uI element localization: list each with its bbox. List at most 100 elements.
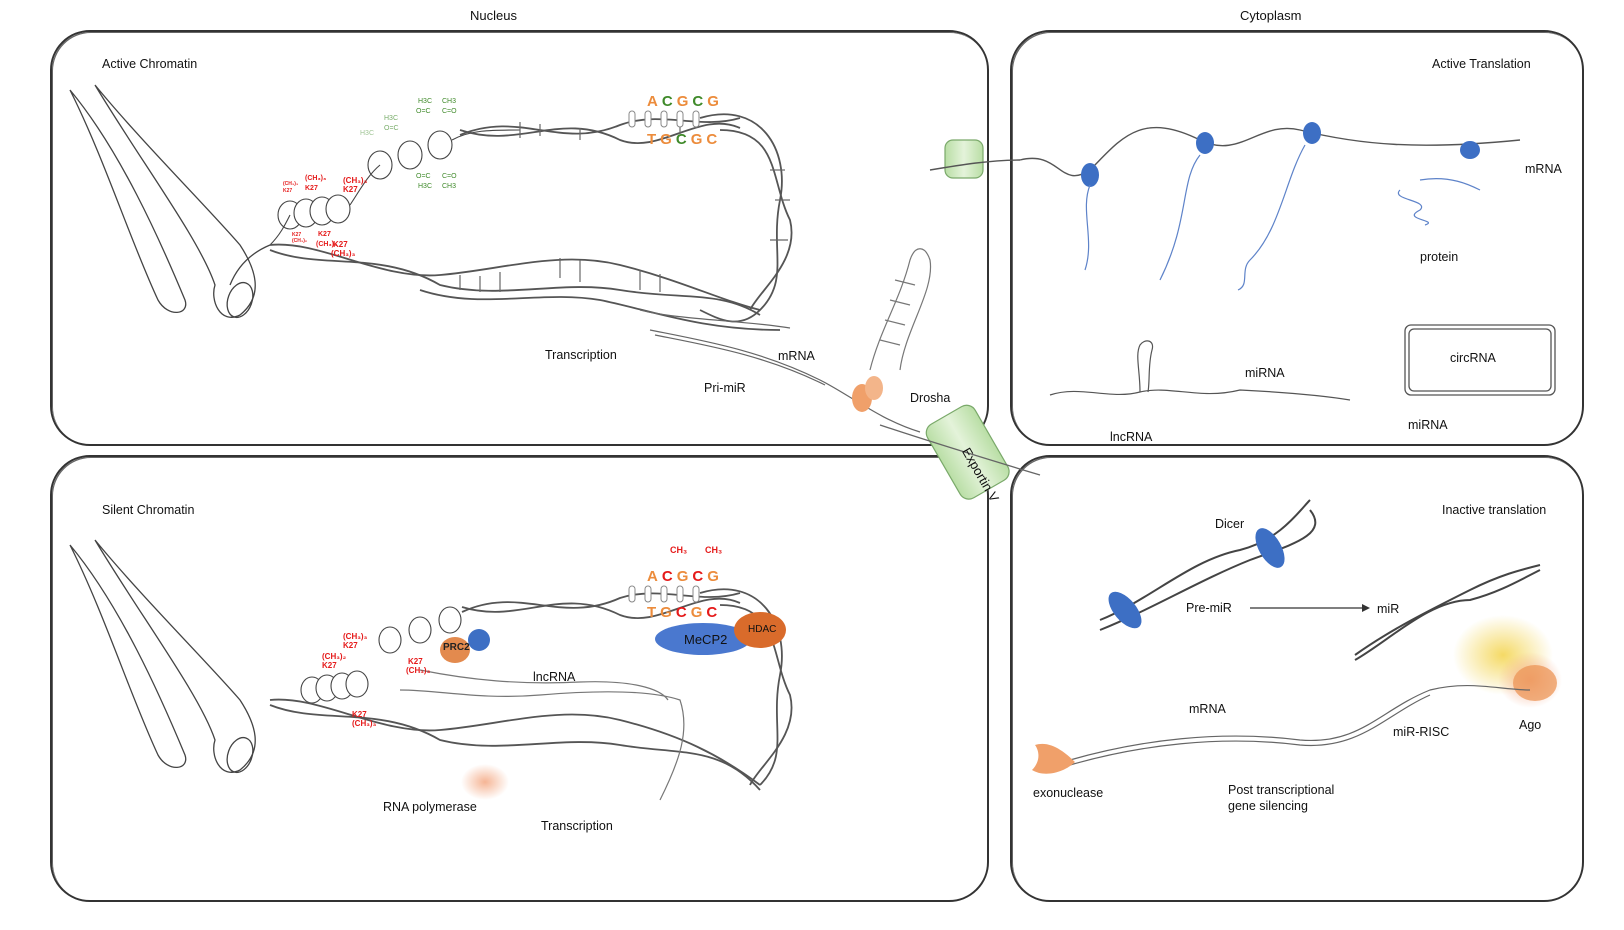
nucleus-header: Nucleus	[470, 8, 517, 23]
base-t: T	[647, 131, 657, 148]
svg-text:C=O: C=O	[442, 108, 457, 115]
mrna-label-silencing: mRNA	[1189, 702, 1226, 716]
exportin-v-pore	[879, 404, 1041, 500]
k27-mark-2: K27	[343, 641, 358, 650]
svg-text:(CH₃)₃: (CH₃)₃	[316, 241, 337, 248]
drosha-label: Drosha	[910, 391, 951, 405]
mir-label: miR	[1377, 602, 1400, 616]
base-g: G	[676, 568, 689, 585]
cytoplasm-header: Cytoplasm	[1240, 8, 1302, 23]
prc2-partner	[468, 629, 490, 651]
mrna-label-nucleus: mRNA	[778, 349, 815, 363]
dicer-shape-b	[1255, 528, 1285, 568]
mirna-label-circ: miRNA	[1408, 418, 1448, 432]
mrna-silencing	[1069, 684, 1531, 766]
silent-chromatin-title: Silent Chromatin	[102, 503, 195, 517]
ribosomes	[1081, 122, 1480, 187]
arrow-head	[1362, 604, 1370, 612]
base-g: G	[690, 131, 703, 148]
nucleosomes-silent	[300, 606, 462, 704]
pre-mir-label: Pre-miR	[1186, 601, 1232, 615]
mirna-label-cyto: miRNA	[1245, 366, 1285, 380]
svg-text:K27: K27	[305, 185, 318, 192]
base-g: G	[660, 604, 672, 621]
svg-text:(CH₃)₃: (CH₃)₃	[283, 181, 299, 187]
circrna-shape	[1404, 324, 1556, 396]
inactive-translation-title: Inactive translation	[1442, 503, 1547, 517]
svg-text:O=C: O=C	[384, 125, 399, 132]
svg-text:O=C: O=C	[416, 173, 431, 180]
k27-active-2: K27	[343, 185, 358, 194]
transcription-label-silent: Transcription	[541, 819, 613, 833]
base-a: A	[647, 568, 658, 585]
k27-active-4: (CH₃)₃	[331, 249, 356, 258]
mrna-label-translation: mRNA	[1525, 162, 1562, 176]
ptgs-label-line1: Post transcriptional	[1228, 783, 1335, 797]
rna-polymerase-shape	[461, 764, 509, 800]
lncrna-label-cyto: lncRNA	[1110, 430, 1153, 444]
k27-mark-4: K27	[322, 661, 337, 670]
svg-text:H3C: H3C	[418, 98, 432, 105]
dna-helix-active	[269, 113, 793, 331]
base-g: G	[707, 568, 719, 585]
peptide-chains	[1084, 144, 1481, 291]
dicer-shape-a	[1108, 591, 1142, 629]
svg-text:H3C: H3C	[360, 130, 374, 137]
base-g: G	[660, 131, 672, 148]
ago-label: Ago	[1519, 718, 1542, 732]
svg-text:K27: K27	[292, 232, 301, 238]
k27-mark-1: (CH₃)₃	[343, 632, 368, 641]
mecp2-label: MeCP2	[684, 632, 728, 647]
mir-helix	[1354, 564, 1541, 661]
base-t: T	[647, 604, 657, 621]
svg-text:CH3: CH3	[442, 98, 456, 105]
panel-active-translation	[1010, 30, 1584, 446]
ch3-mark-2: CH₃	[705, 545, 723, 555]
panel-silent-chromatin	[50, 455, 989, 902]
exonuclease-shape	[1032, 743, 1075, 774]
base-c: C	[692, 568, 704, 585]
chromosome-active	[69, 84, 271, 319]
svg-text:O=C: O=C	[416, 108, 431, 115]
base-c: C	[706, 131, 718, 148]
ch3-mark-1: CH₃	[670, 545, 688, 555]
nucleosomes-active	[269, 129, 521, 246]
k27-mark-3: (CH₃)₂	[322, 652, 347, 661]
svg-text:H3C: H3C	[384, 115, 398, 122]
svg-text:K27: K27	[318, 231, 331, 238]
base-g: G	[707, 93, 719, 110]
pri-mir-label: Pri-miR	[704, 381, 746, 395]
lncrna-mirna-strands	[1049, 340, 1351, 401]
svg-text:(CH₃)₃: (CH₃)₃	[305, 175, 326, 182]
mecp2-shape	[655, 623, 751, 655]
dicer-label: Dicer	[1215, 517, 1245, 531]
k27-active-3: K27	[333, 240, 348, 249]
hdac-shape	[734, 612, 786, 648]
protein-label: protein	[1420, 250, 1459, 264]
mir-risc-label: miR-RISC	[1393, 725, 1450, 739]
rna-polymerase-label: RNA polymerase	[383, 800, 477, 814]
prc2-label: PRC2	[443, 642, 470, 653]
chromosome-silent	[69, 539, 256, 774]
nuclear-pore-top	[929, 139, 1021, 179]
k27-mark-8: (CH₃)₃	[406, 666, 431, 675]
base-c: C	[661, 93, 673, 110]
active-chromatin-title: Active Chromatin	[102, 57, 198, 71]
base-g: G	[690, 604, 703, 621]
lncrna-label-nucleus: lncRNA	[533, 670, 576, 684]
k27-mark-6: (CH₃)₃	[352, 719, 377, 728]
svg-text:(CH₃)₂: (CH₃)₂	[292, 238, 307, 244]
k27-mark-7: K27	[408, 657, 423, 666]
dna-rungs-active	[459, 120, 790, 292]
base-c: C	[675, 131, 687, 148]
base-rungs-active	[628, 110, 700, 128]
svg-text:CH3: CH3	[442, 183, 456, 190]
mrna-strand-active	[639, 309, 921, 433]
hdac-label: HDAC	[748, 624, 777, 635]
circrna-label: circRNA	[1450, 351, 1496, 365]
